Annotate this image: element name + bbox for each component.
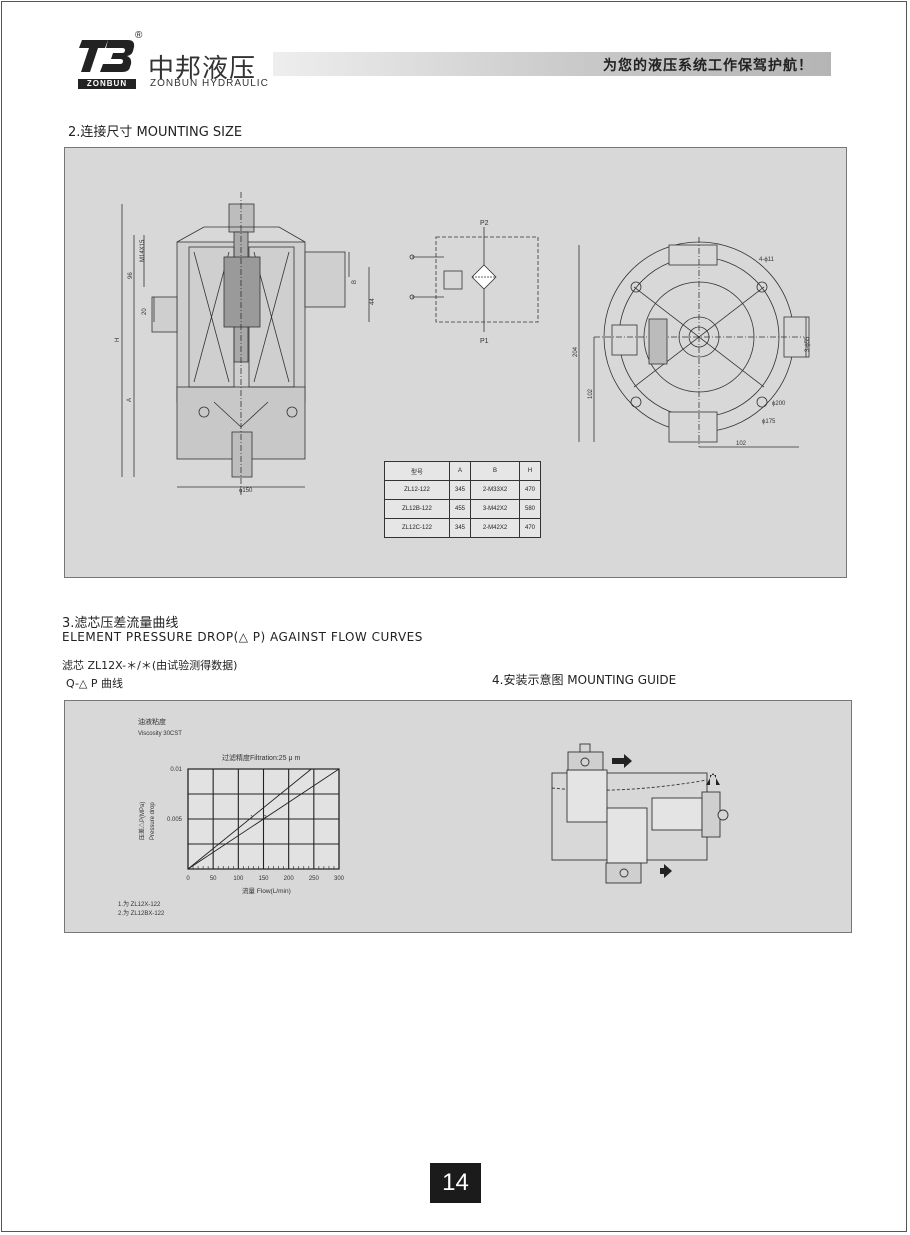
chart-viscosity-value: Viscosity 30CST <box>138 731 182 737</box>
dim-204: 204 <box>573 346 579 357</box>
dim-phi200: ϕ200 <box>772 401 786 407</box>
cell-a: 345 <box>449 480 471 500</box>
section-title-mounting-guide: 4.安装示意图 MOUNTING GUIDE <box>492 673 677 687</box>
dim-a: A <box>127 398 133 402</box>
chart-ylabel-en: Pressure drop <box>150 802 156 840</box>
table-row: ZL12B-122 455 3-M42X2 580 <box>384 499 541 519</box>
dim-b: B <box>352 280 358 284</box>
chart-series-label: 1 <box>250 815 253 821</box>
table-row: ZL12C-122 345 2-M42X2 470 <box>384 518 541 538</box>
mounting-guide-diagram <box>551 743 729 884</box>
dim-phi175: ϕ175 <box>762 419 776 425</box>
cell-h: 470 <box>519 480 541 500</box>
chart-series-line-2 <box>187 768 340 870</box>
col-h: H <box>519 461 541 481</box>
chart-title: 过滤精度Filtration:25 μ m <box>222 753 300 762</box>
slogan-text: 为您的液压系统工作保驾护航！ <box>603 58 813 74</box>
cell-h: 580 <box>519 499 541 519</box>
chart-xlabel: 流量 Flow(L/min) <box>242 886 291 895</box>
slogan-bar: 为您的液压系统工作保驾护航！ <box>273 52 831 76</box>
port-p1: P1 <box>480 338 489 345</box>
spec-table: 型号 A B H ZL12-122 345 2-M33X2 470 ZL12B-… <box>384 461 541 538</box>
table-header-row: 型号 A B H <box>384 461 541 481</box>
page-number: 14 <box>430 1163 481 1203</box>
cell-h: 470 <box>519 518 541 538</box>
chart-x-tick-label: 50 <box>210 876 217 882</box>
dim-phi55: 3-ϕ55 <box>805 336 811 352</box>
cell-model: ZL12C-122 <box>384 518 450 538</box>
dim-102-horizontal: 102 <box>736 441 747 447</box>
section-title-pressure-en: ELEMENT PRESSURE DROP(△ P) AGAINST FLOW … <box>62 630 423 644</box>
chart-viscosity-label: 油液粘度 <box>138 717 166 726</box>
dim-44: 44 <box>370 298 376 305</box>
cell-b: 2-M33X2 <box>470 480 520 500</box>
cell-b: 3-M42X2 <box>470 499 520 519</box>
dim-20: 20 <box>142 308 148 315</box>
cell-a: 345 <box>449 518 471 538</box>
qp-curve-note: Q-△ P 曲线 <box>66 677 124 690</box>
dim-102-vertical: 102 <box>588 388 594 399</box>
dim-m14: M14X15 <box>140 239 146 262</box>
registered-mark: ® <box>135 30 143 41</box>
brand-name-en: ZONBUN HYDRAULIC <box>150 78 269 89</box>
chart-y-tick-label: 0.01 <box>170 767 182 773</box>
chart-x-tick-label: 250 <box>309 876 320 882</box>
mounting-size-drawing: M14X15 96 20 H A B 44 ϕ150 P2 P1 <box>115 192 811 497</box>
section-title-pressure-cn: 3.滤芯压差流量曲线 <box>62 616 179 631</box>
cell-model: ZL12B-122 <box>384 499 450 519</box>
chart-x-tick-label: 200 <box>284 876 295 882</box>
port-p2: P2 <box>480 220 489 227</box>
col-b: B <box>470 461 520 481</box>
section-title-mounting-size: 2.连接尺寸 MOUNTING SIZE <box>68 125 243 140</box>
brand-name-cn: 中邦液压 <box>148 54 257 84</box>
chart-x-tick-label: 0 <box>186 876 190 882</box>
dim-h: H <box>115 338 121 342</box>
chart-legend-1: 1.为 ZL12X-122 <box>118 900 161 908</box>
chart-ylabel-cn: 压差△P(MPa) <box>138 802 146 840</box>
chart-series-label: 2 <box>263 815 266 821</box>
dim-phi150: ϕ150 <box>239 488 253 494</box>
col-a: A <box>449 461 471 481</box>
chart-y-tick-label: 0.005 <box>167 817 183 823</box>
dim-hole: 4-ϕ11 <box>759 257 775 263</box>
zonbun-logo-icon <box>79 40 135 72</box>
chart-x-tick-label: 100 <box>233 876 244 882</box>
chart-series-line-1 <box>187 768 312 870</box>
chart-legend-2: 2.为 ZL12BX-122 <box>118 909 165 917</box>
cell-b: 2-M42X2 <box>470 518 520 538</box>
logo-subtext: ZONBUN <box>78 79 136 89</box>
cell-a: 455 <box>449 499 471 519</box>
cell-model: ZL12-122 <box>384 480 450 500</box>
table-row: ZL12-122 345 2-M33X2 470 <box>384 480 541 500</box>
dim-96: 96 <box>128 272 134 279</box>
col-model: 型号 <box>384 461 450 481</box>
pressure-flow-chart: 油液粘度 Viscosity 30CST 过滤精度Filtration:25 μ… <box>118 717 345 917</box>
chart-x-tick-label: 150 <box>258 876 269 882</box>
chart-x-tick-label: 300 <box>334 876 345 882</box>
element-note: 滤芯 ZL12X-＊/＊(由试验测得数据) <box>62 659 238 672</box>
